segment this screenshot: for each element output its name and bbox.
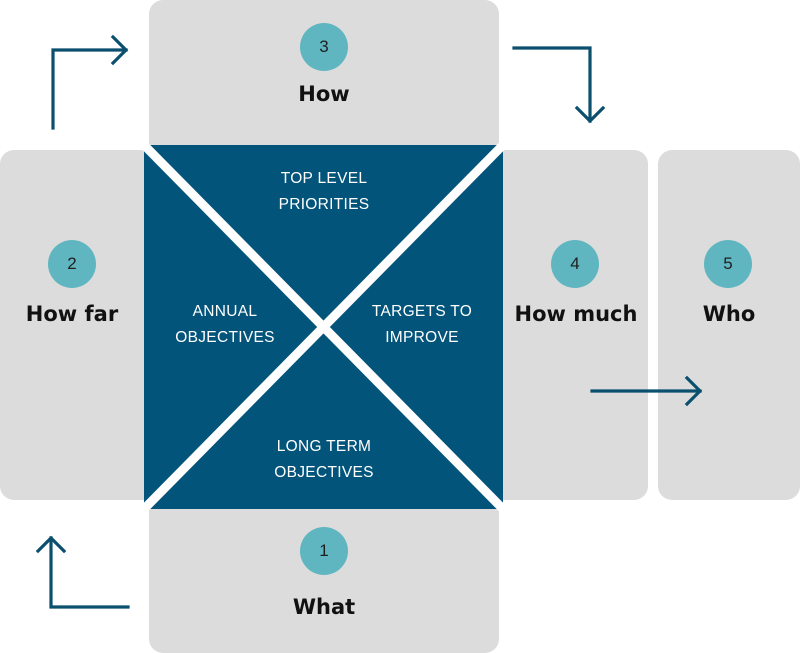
panel-who <box>658 150 800 500</box>
step-label-who: Who <box>702 302 756 326</box>
step-badge-4: 4 <box>551 240 599 288</box>
quadrant-top-line-1: TOP LEVEL <box>280 170 368 187</box>
quadrant-left-text: ANNUAL OBJECTIVES <box>160 299 290 351</box>
step-badge-1: 1 <box>300 527 348 575</box>
arrow-right-down-icon <box>512 46 606 124</box>
quadrant-bottom-line-1: LONG TERM <box>276 438 372 455</box>
step-label-what: What <box>292 595 356 619</box>
panel-how-far <box>0 150 160 500</box>
quadrant-top-line-2: PRIORITIES <box>278 196 370 213</box>
diagonal-line-2 <box>140 141 507 513</box>
quadrant-right-line-1: TARGETS TO <box>371 303 473 320</box>
arrow-up-right-icon <box>51 34 129 130</box>
quadrant-left-line-1: ANNUAL <box>192 303 258 320</box>
quadrant-right-line-2: IMPROVE <box>385 329 459 346</box>
quadrant-left-line-2: OBJECTIVES <box>175 329 275 346</box>
step-badge-2: 2 <box>48 240 96 288</box>
quadrant-right-text: TARGETS TO IMPROVE <box>352 299 492 351</box>
quadrant-bottom-line-2: OBJECTIVES <box>274 464 374 481</box>
quadrant-bottom-text: LONG TERM OBJECTIVES <box>224 434 424 486</box>
step-badge-5: 5 <box>704 240 752 288</box>
panel-how-much <box>490 150 648 500</box>
quadrant-top-text: TOP LEVEL PRIORITIES <box>224 166 424 218</box>
step-label-how: How <box>298 82 350 106</box>
step-label-how-far: How far <box>25 302 119 326</box>
arrow-left-up-icon <box>35 535 130 609</box>
step-badge-3: 3 <box>300 23 348 71</box>
arrow-right-icon <box>590 375 703 407</box>
step-label-how-much: How much <box>514 302 638 326</box>
